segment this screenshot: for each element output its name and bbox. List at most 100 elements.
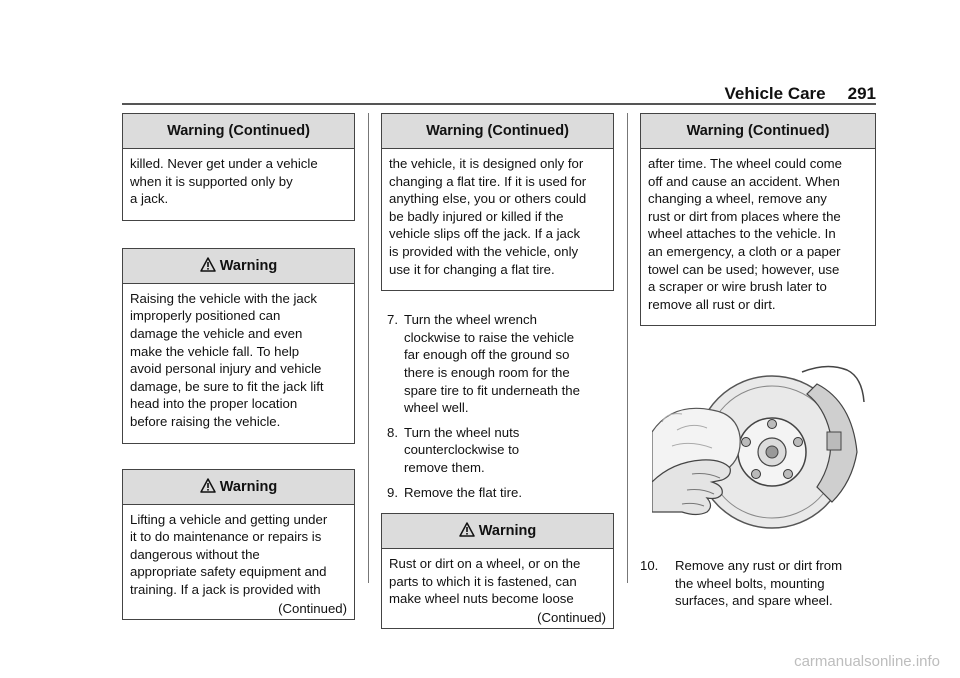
step-number: 8.	[387, 424, 398, 440]
step-list: 7. Turn the wheel wrench clockwise to ra…	[381, 311, 614, 501]
wheel-stud	[741, 437, 751, 448]
watermark: carmanualsonline.info	[794, 653, 940, 670]
text-line: after time. The wheel could come	[648, 156, 843, 171]
wheel-stud	[783, 469, 793, 480]
text-line: damage, be sure to fit the jack lift	[130, 378, 324, 394]
text-line: surfaces, and spare wheel.	[675, 593, 833, 609]
text-line: make the vehicle fall. To help	[130, 343, 300, 359]
caliper-bracket	[826, 431, 842, 451]
text-line: head into the proper location	[130, 396, 298, 412]
hand	[651, 459, 731, 516]
wheel-stud	[793, 437, 803, 448]
warning-box-title: Warning (Continued)	[123, 114, 354, 149]
text-line: a jack.	[130, 191, 169, 207]
step-number: 10.	[640, 557, 659, 573]
text-line: Lifting a vehicle and getting under	[130, 511, 328, 527]
page-number: 291	[847, 84, 876, 103]
hub-cap-nut	[765, 445, 779, 459]
hub-illustration-svg	[651, 366, 865, 530]
text-line: rust or dirt from places where the	[648, 208, 841, 224]
column-1: Warning (Continued) killed. Never get un…	[122, 113, 355, 621]
warning-box-title: Warning	[219, 478, 278, 495]
text-line: Raising the vehicle with the jack	[130, 290, 317, 306]
warning-box-header: Warning	[123, 469, 354, 505]
text-line: before raising the vehicle.	[130, 413, 281, 429]
text-line: Turn the wheel wrench	[404, 312, 537, 328]
warning-box-continued: Warning (Continued) after time. The whee…	[640, 113, 876, 327]
warning-box-header: Warning	[382, 514, 613, 550]
warning-box-header: Warning	[123, 248, 354, 284]
text-line: a scraper or wire brush later to	[648, 279, 827, 295]
step-number: 7.	[387, 312, 398, 328]
wheel-hub-cleaning-illustration	[651, 362, 876, 539]
wheel-stud	[767, 419, 777, 430]
list-item: 7. Turn the wheel wrench clockwise to ra…	[381, 311, 614, 417]
list-item: 8. Turn the wheel nuts counterclockwise …	[381, 424, 614, 477]
text-line: damage the vehicle and even	[130, 325, 303, 341]
column-divider	[627, 113, 628, 583]
text-line: Rust or dirt on a wheel, or on the	[389, 556, 581, 572]
header-rule	[122, 103, 876, 105]
text-line: appropriate safety equipment and	[130, 564, 327, 580]
finger-lines	[681, 473, 721, 507]
text-line: when it is supported only by	[130, 173, 293, 189]
warning-box-body: Rust or dirt on a wheel, or on the parts…	[382, 549, 613, 628]
text-line: off and cause an accident. When	[648, 173, 840, 189]
text-line: training. If a jack is provided with	[130, 581, 321, 597]
text-line: there is enough room for the	[404, 364, 570, 380]
text-line: towel can be used; however, use	[648, 261, 840, 277]
text-line: avoid personal injury and vehicle	[130, 361, 322, 377]
brake-line	[801, 366, 865, 403]
warning-triangle-icon	[200, 477, 216, 493]
wheel-stud	[751, 469, 761, 480]
warning-triangle-icon	[459, 522, 475, 537]
text-line: Turn the wheel nuts	[404, 424, 520, 440]
text-line: improperly positioned can	[130, 308, 281, 324]
text-line: parts to which it is fastened, can	[389, 573, 577, 589]
text-line: wheel attaches to the vehicle. In	[648, 226, 836, 242]
text-line: clockwise to raise the vehicle	[404, 329, 575, 345]
warning-box-title: Warning (Continued)	[641, 114, 875, 149]
warning-box-body: the vehicle, it is designed only for cha…	[382, 149, 613, 290]
text-line: dangerous without the	[130, 546, 260, 562]
list-item: 9. Remove the flat tire.	[381, 484, 614, 502]
warning-triangle-icon	[200, 257, 216, 272]
text-line: Remove the flat tire.	[404, 484, 523, 500]
warning-box-body: Raising the vehicle with the jack improp…	[123, 284, 354, 443]
text-line: changing a flat tire. If it is used for	[389, 173, 587, 189]
section-title: Vehicle Care	[724, 84, 826, 103]
warning-box: Warning Lifting a vehicle and getting un…	[122, 468, 355, 621]
warning-box-body: killed. Never get under a vehicle when i…	[123, 149, 354, 220]
warning-box-continued: Warning (Continued) the vehicle, it is d…	[381, 113, 614, 292]
text-line: counterclockwise to	[404, 442, 520, 458]
cloth-folds	[661, 413, 713, 449]
step-list: 10. Remove any rust or dirt from the whe…	[640, 557, 876, 610]
continued-label: (Continued)	[537, 609, 606, 625]
text-line: is provided with the vehicle, only	[389, 243, 579, 259]
text-line: spare tire to fit underneath the	[404, 382, 580, 398]
text-line: remove them.	[404, 459, 485, 475]
text-line: killed. Never get under a vehicle	[130, 156, 318, 171]
text-line: the vehicle, it is designed only for	[389, 156, 584, 171]
warning-box-title: Warning	[478, 523, 537, 540]
continued-label: (Continued)	[278, 600, 347, 616]
text-line: anything else, you or others could	[389, 191, 587, 207]
text-line: vehicle slips off the jack. If a jack	[389, 226, 581, 242]
column-3: Warning (Continued) after time. The whee…	[640, 113, 876, 617]
text-line: Remove any rust or dirt from	[675, 557, 843, 573]
warning-box: Warning Raising the vehicle with the jac…	[122, 247, 355, 444]
text-line: the wheel bolts, mounting	[675, 575, 825, 591]
warning-box-body: Lifting a vehicle and getting under it t…	[123, 505, 354, 620]
text-line: changing a wheel, remove any	[648, 191, 827, 207]
column-2: Warning (Continued) the vehicle, it is d…	[381, 113, 614, 630]
warning-box: Warning Rust or dirt on a wheel, or on t…	[381, 513, 614, 630]
text-line: an emergency, a cloth or a paper	[648, 243, 841, 259]
list-item: 10. Remove any rust or dirt from the whe…	[640, 557, 876, 610]
page-header: Vehicle Care 291	[0, 84, 877, 104]
warning-box-title: Warning (Continued)	[382, 114, 613, 149]
text-line: make wheel nuts become loose	[389, 591, 574, 607]
column-divider	[368, 113, 369, 583]
warning-box-body: after time. The wheel could come off and…	[641, 149, 875, 325]
warning-box-title: Warning	[219, 257, 278, 274]
text-line: be badly injured or killed if the	[389, 208, 564, 224]
